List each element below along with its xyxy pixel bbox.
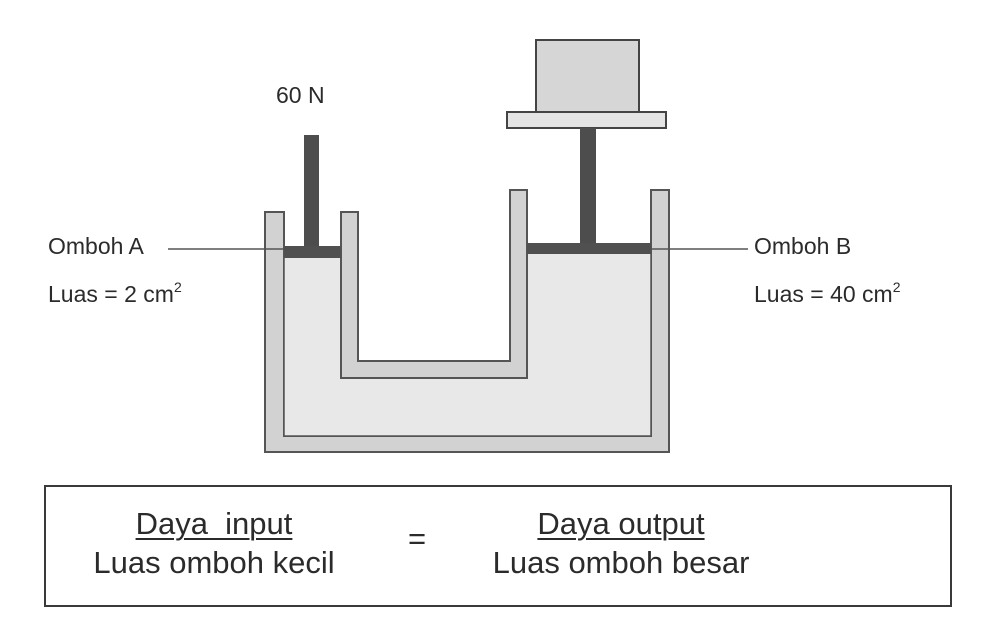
piston-a — [284, 135, 341, 258]
piston-a-rod — [304, 135, 319, 248]
left-fraction: Daya input Luas omboh kecil — [64, 505, 364, 583]
right-fraction: Daya output Luas omboh besar — [456, 505, 786, 583]
load-block — [535, 39, 640, 113]
vessel-inner-wall — [340, 189, 528, 379]
area-b-label: Luas = 40 cm2 — [754, 279, 901, 307]
fluid-outline — [283, 254, 652, 437]
right-denominator: Luas omboh besar — [492, 544, 750, 580]
piston-a-head — [284, 246, 341, 258]
force-label: 60 N — [276, 82, 325, 108]
formula-box: Daya input Luas omboh kecil = Daya outpu… — [44, 485, 952, 607]
piston-b-rod — [580, 128, 596, 244]
piston-b-head — [527, 243, 651, 254]
vessel — [264, 189, 670, 453]
right-numerator: Daya output — [537, 506, 705, 541]
area-a-label: Luas = 2 cm2 — [48, 279, 182, 307]
piston-a-label: Omboh A — [48, 233, 145, 259]
piston-b — [506, 39, 667, 254]
hydraulic-fluid — [284, 254, 651, 436]
load-platform — [506, 111, 667, 129]
equals-sign: = — [408, 521, 427, 556]
left-numerator: Daya input — [135, 506, 293, 541]
left-denominator: Luas omboh kecil — [93, 544, 335, 580]
piston-b-label: Omboh B — [754, 233, 851, 259]
